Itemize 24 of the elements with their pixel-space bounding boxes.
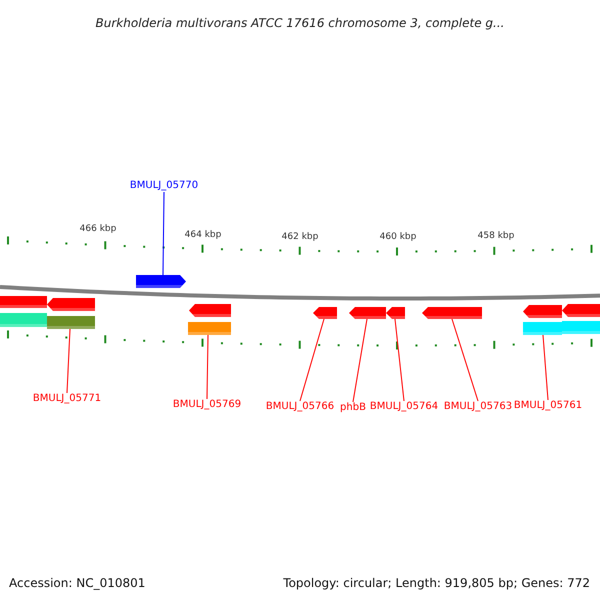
leader-line [394,318,404,402]
gene-label: BMULJ_05761 [514,400,582,412]
gene-label: BMULJ_05771 [32,393,102,405]
leader-line [300,318,324,402]
gene-label: BMULJ_05770 [130,180,198,192]
position-label: 458 kbp [478,230,514,243]
gene-label: BMULJ_05766 [266,401,334,413]
summary-text: Topology: circular; Length: 919,805 bp; Genes: 772 [283,575,590,592]
gene-label: BMULJ_05769 [172,399,242,411]
accession-text: Accession: NC_010801 [9,575,146,592]
leader-line [66,328,70,394]
position-label: 462 kbp [282,231,318,244]
leader-line [162,192,164,276]
position-label: 466 kbp [80,223,116,236]
position-label: 460 kbp [380,231,416,244]
gene-label: BMULJ_05764 [370,401,438,413]
leader-line [206,334,208,400]
position-label: 464 kbp [184,229,222,242]
leader-line [542,334,548,400]
gene-label: BMULJ_05763 [444,401,512,413]
title: Burkholderia multivorans ATCC 17616 chromosome 3, complete g... [96,16,504,30]
leader-line [452,318,478,402]
gene-label: phbB [340,402,366,414]
leader-line [352,318,368,402]
